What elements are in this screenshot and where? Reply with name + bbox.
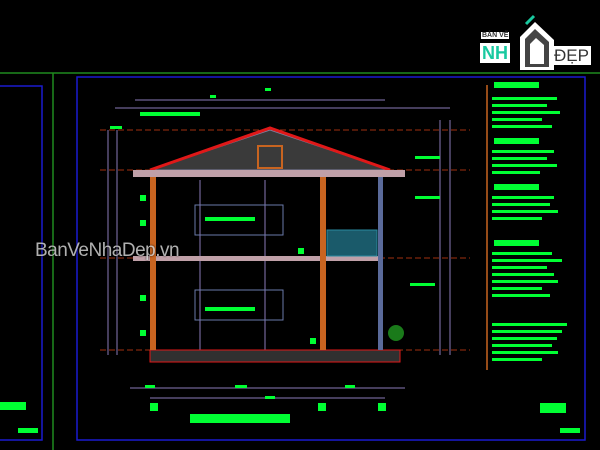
notes-panel bbox=[486, 82, 567, 370]
logo-text-nh: NH bbox=[480, 43, 510, 63]
logo-text-ban-ve: BẢN VẼ bbox=[481, 32, 510, 39]
logo-text-dep: ĐẸP bbox=[552, 46, 591, 65]
left-sheet-label bbox=[18, 428, 38, 433]
left-sheet-frame bbox=[0, 85, 43, 441]
watermark-text: BanVeNhaDep.vn bbox=[35, 240, 180, 261]
right-sheet-label bbox=[560, 428, 580, 433]
section-drawing bbox=[100, 88, 470, 423]
left-title-block bbox=[0, 402, 26, 410]
right-title-block bbox=[540, 403, 566, 413]
site-logo: BẢN VẼ NH ĐẸP bbox=[478, 12, 592, 70]
main-sheet-frame bbox=[76, 76, 586, 441]
house-logo-icon bbox=[520, 14, 554, 70]
